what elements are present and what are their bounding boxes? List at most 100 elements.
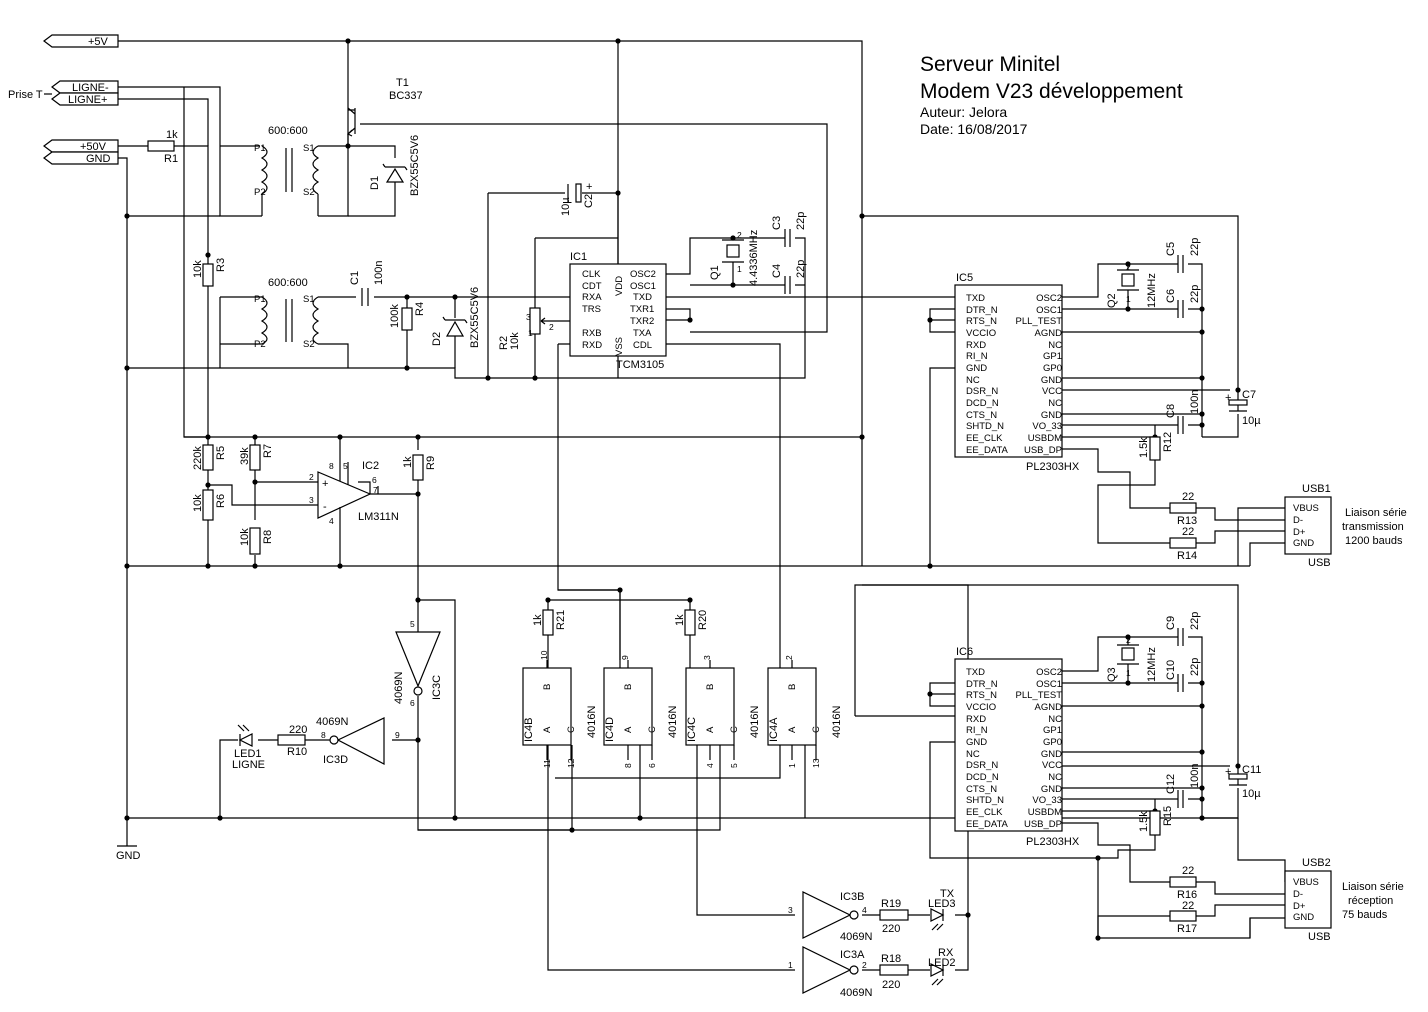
ic5-value: PL2303HX (1026, 461, 1080, 473)
tr-top-p2: P2 (254, 187, 266, 198)
ic2-pin3: 3 (309, 495, 314, 505)
switch-pin-c: 5 (729, 763, 739, 768)
ic5-pin-l10: CTS_N (966, 410, 997, 421)
q2-value: 12MHz (1146, 273, 1158, 308)
ic6-pin-l2: RTS_N (966, 690, 997, 701)
tr-top-ratio: 600:600 (268, 125, 308, 137)
q3-pin2: 2 (1126, 635, 1131, 645)
switch-pin-b: 9 (620, 655, 630, 660)
c4-ref: C4 (771, 264, 783, 278)
transistor-t1: T1 BC337 (346, 77, 423, 146)
resistor-r10: 220 R10 (277, 724, 307, 758)
resistor-r21: 1k R21 (532, 609, 567, 636)
port-ligne-plus-label: LIGNE+ (68, 94, 107, 106)
ic6-pin-l0: TXD (966, 667, 985, 678)
ic1-pin-txd: TXD (633, 292, 652, 303)
r13-ref: R13 (1177, 515, 1197, 527)
switch-letter-a: A (542, 726, 553, 733)
r19-value: 220 (882, 923, 900, 935)
ic1-ref: IC1 (570, 251, 587, 263)
ic5-pin-r2: PLL_TEST (1016, 316, 1063, 327)
c5-value: 22p (1189, 238, 1201, 256)
t1-ref: T1 (396, 77, 409, 89)
ic5-pin-l4: RXD (966, 340, 986, 351)
capacitor-c10: C10 22p (1165, 658, 1201, 692)
ic5-pin-r13: USB_DP (1024, 445, 1062, 456)
r12-value: 1.5k (1138, 437, 1150, 458)
switch-pin-a: 4 (705, 763, 715, 768)
r13-value: 22 (1182, 491, 1194, 503)
q3-value: 12MHz (1146, 647, 1158, 682)
r5-value: 220k (192, 446, 204, 470)
ic1-pin-cdt: CDT (582, 281, 602, 292)
switch-value: 4016N (749, 706, 761, 738)
c7-ref: C7 (1242, 389, 1256, 401)
tr-bot-s1: S1 (303, 294, 315, 305)
c8-value: 100n (1189, 390, 1201, 414)
capacitor-c1: C1 100n (349, 261, 385, 306)
c11-plus: + (1225, 766, 1231, 778)
ic5-pin-l11: SHTD_N (966, 421, 1004, 432)
resistor-r9: 1k R9 (402, 454, 437, 481)
r7-value: 39k (239, 447, 251, 465)
usb2-pin-dm: D- (1293, 889, 1303, 900)
switch-leads (791, 660, 817, 760)
switch-value: 4016N (586, 706, 598, 738)
switch-letter-c: C (729, 726, 740, 733)
switch-letter-a: A (787, 726, 798, 733)
ic3d-pin-out: 8 (321, 730, 326, 740)
ic3d-ref: IC3D (323, 754, 348, 766)
port-50v: +50V (43, 139, 119, 153)
capacitor-c7: + C7 10µ (1225, 389, 1261, 427)
c10-ref: C10 (1165, 660, 1177, 680)
ic5-pin-r8: VCC (1042, 386, 1062, 397)
r21-value: 1k (532, 614, 544, 626)
resistor-r4: 100k R4 (389, 302, 426, 331)
r17-ref: R17 (1177, 923, 1197, 935)
capacitor-c5: C5 22p (1165, 238, 1201, 273)
c5-ref: C5 (1165, 242, 1177, 256)
ic6-left-pins: TXD DTR_N RTS_N VCCIO RXD RI_N GND NC DS… (966, 667, 1009, 830)
c6-ref: C6 (1165, 289, 1177, 303)
c3-value: 22p (795, 212, 807, 230)
c9-ref: C9 (1165, 616, 1177, 630)
resistor-r13: 22 R13 (1169, 491, 1197, 527)
usb2-pin-dp: D+ (1293, 901, 1306, 912)
title-date: Date: 16/08/2017 (920, 121, 1028, 137)
ic6-pin-r8: VCC (1042, 760, 1062, 771)
r7-ref: R7 (262, 444, 274, 458)
switch-letter-b: B (623, 684, 634, 690)
ic5-pin-l13: EE_DATA (966, 445, 1009, 456)
r4-ref: R4 (414, 302, 426, 316)
switch-pin-c: 13 (811, 758, 821, 768)
ic3d-value: 4069N (316, 716, 348, 728)
ic5-right-pins: OSC2 OSC1 PLL_TEST AGND NC GP1 GP0 GND V… (1016, 293, 1063, 456)
r2-pin2: 2 (549, 322, 554, 332)
ic6-pin-r5: GP1 (1043, 725, 1062, 736)
c11-value: 10µ (1242, 788, 1261, 800)
r9-ref: R9 (425, 456, 437, 470)
capacitor-c6: C6 22p (1165, 285, 1201, 318)
c8-ref: C8 (1165, 404, 1177, 418)
ic6-pin-l1: DTR_N (966, 679, 998, 690)
led3: TX LED3 (928, 888, 956, 931)
inverter-ic3c: 5 6 4069N IC3C (393, 619, 443, 708)
ic6-ref: IC6 (956, 646, 973, 658)
ic1-pin-vdd: VDD (614, 276, 625, 296)
switch-pin-a: 11 (542, 759, 552, 768)
ic6-pin-r0: OSC2 (1036, 667, 1062, 678)
r4-value: 100k (389, 304, 401, 328)
r8-value: 10k (239, 528, 251, 546)
r2-ref: R2 (498, 336, 510, 350)
switch-value: 4016N (667, 706, 679, 738)
ic6-pin-l6: GND (966, 737, 987, 748)
crystal-q3: 2 1 Q3 12MHz (1106, 635, 1158, 682)
ic1-pin-clk: CLK (582, 269, 601, 280)
port-ligne-plus: LIGNE+ (51, 92, 119, 106)
title-author: Auteur: Jelora (920, 104, 1007, 120)
r6-ref: R6 (215, 494, 227, 508)
led2-ref: LED2 (928, 957, 956, 969)
ic6-right-pins: OSC2 OSC1 PLL_TEST AGND NC GP1 GP0 GND V… (1016, 667, 1063, 830)
resistor-r12: 1.5k R12 (1138, 432, 1174, 461)
